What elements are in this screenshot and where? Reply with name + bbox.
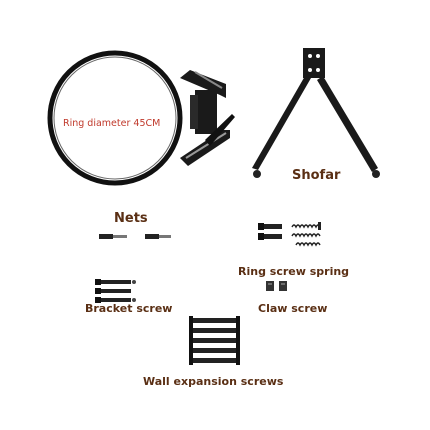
- ring-springs: [291, 222, 321, 247]
- ring-screw-bolts: [258, 223, 282, 240]
- nets-bundle: [99, 234, 171, 239]
- ring-diameter-label: Ring diameter 45CM: [63, 118, 161, 129]
- shofar-label: Shofar: [292, 168, 341, 183]
- ring-mount-bracket: [180, 70, 235, 166]
- bracket-screws: [95, 279, 136, 303]
- ring-screw-spring-label: Ring screw spring: [238, 265, 350, 278]
- nets-label: Nets: [114, 211, 148, 226]
- basketball-ring-hoop: [47, 50, 183, 186]
- claw-screw-label: Claw screw: [258, 302, 328, 315]
- bracket-screw-label: Bracket screw: [85, 302, 173, 315]
- wall-expansion-screws-label: Wall expansion screws: [143, 375, 284, 388]
- ring-screw-nuts: [266, 281, 287, 291]
- shofar-wall-bracket: [252, 48, 380, 178]
- wall-expansion-screws: [189, 316, 240, 365]
